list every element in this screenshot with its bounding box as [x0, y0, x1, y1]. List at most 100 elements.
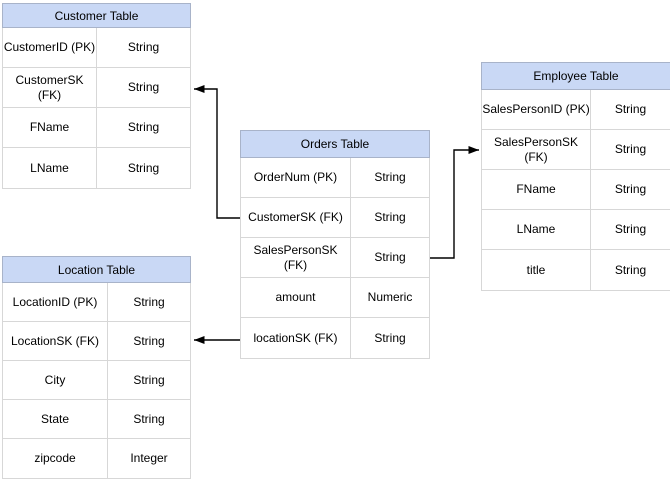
- table-customer-title: Customer Table: [2, 3, 191, 28]
- table-row: State String: [3, 400, 190, 439]
- field-cell: FName: [3, 108, 97, 147]
- field-cell: OrderNum (PK): [241, 158, 351, 197]
- type-cell: String: [591, 250, 670, 290]
- table-row: SalesPersonSK (FK) String: [241, 238, 429, 278]
- field-cell: locationSK (FK): [241, 318, 351, 358]
- type-label: String: [133, 372, 165, 387]
- type-cell: String: [591, 170, 670, 209]
- type-cell: String: [108, 361, 190, 399]
- type-label: String: [374, 330, 406, 345]
- type-cell: String: [97, 68, 190, 107]
- table-row: LName String: [482, 210, 670, 250]
- table-row: CustomerSK (FK) String: [3, 68, 190, 108]
- table-row: CustomerID (PK) String: [3, 28, 190, 68]
- type-label: String: [127, 160, 160, 175]
- table-row: locationSK (FK) String: [241, 318, 429, 358]
- field-cell: SalesPersonSK (FK): [482, 130, 591, 169]
- field-label: title: [526, 262, 546, 277]
- field-label: SalesPersonSK (FK): [253, 243, 338, 272]
- table-location-body: LocationID (PK) String LocationSK (FK) S…: [2, 283, 191, 479]
- table-row: FName String: [3, 108, 190, 148]
- table-row: title String: [482, 250, 670, 290]
- table-customer: Customer Table CustomerID (PK) String Cu…: [2, 3, 191, 189]
- table-row: CustomerSK (FK) String: [241, 198, 429, 238]
- field-cell: State: [3, 400, 108, 438]
- table-row: zipcode Integer: [3, 439, 190, 478]
- field-cell: City: [3, 361, 108, 399]
- field-label: CustomerID (PK): [3, 40, 96, 55]
- table-orders-title: Orders Table: [240, 130, 430, 158]
- table-location: Location Table LocationID (PK) String Lo…: [2, 256, 191, 479]
- type-label: Integer: [130, 451, 168, 466]
- type-cell: String: [591, 90, 670, 129]
- table-employee-body: SalesPersonID (PK) String SalesPersonSK …: [481, 90, 670, 291]
- type-label: String: [133, 294, 165, 309]
- type-cell: String: [351, 238, 429, 277]
- table-row: LName String: [3, 148, 190, 188]
- type-label: String: [614, 182, 647, 197]
- type-cell: Integer: [108, 439, 190, 478]
- type-label: String: [614, 102, 647, 117]
- type-cell: Numeric: [351, 278, 429, 317]
- table-row: amount Numeric: [241, 278, 429, 318]
- type-label: String: [374, 250, 406, 265]
- field-label: amount: [275, 290, 316, 305]
- field-label: LocationID (PK): [12, 294, 98, 309]
- table-employee: Employee Table SalesPersonID (PK) String…: [481, 62, 670, 291]
- field-cell: SalesPersonSK (FK): [241, 238, 351, 277]
- table-employee-title: Employee Table: [481, 62, 670, 90]
- type-label: String: [614, 262, 647, 277]
- field-cell: SalesPersonID (PK): [482, 90, 591, 129]
- field-cell: title: [482, 250, 591, 290]
- type-cell: String: [351, 318, 429, 358]
- type-cell: String: [108, 283, 190, 321]
- type-cell: String: [351, 198, 429, 237]
- table-customer-body: CustomerID (PK) String CustomerSK (FK) S…: [2, 28, 191, 189]
- field-cell: amount: [241, 278, 351, 317]
- table-row: OrderNum (PK) String: [241, 158, 429, 198]
- field-cell: LName: [482, 210, 591, 249]
- field-label: CustomerSK (FK): [15, 73, 84, 102]
- field-cell: CustomerSK (FK): [3, 68, 97, 107]
- type-cell: String: [97, 28, 190, 67]
- type-cell: String: [108, 322, 190, 360]
- table-title-label: Employee Table: [533, 69, 619, 83]
- table-title-label: Customer Table: [54, 8, 139, 23]
- table-title-label: Location Table: [57, 262, 136, 277]
- type-cell: String: [351, 158, 429, 197]
- table-row: LocationSK (FK) String: [3, 322, 190, 361]
- type-cell: String: [97, 148, 190, 188]
- field-cell: LocationID (PK): [3, 283, 108, 321]
- field-label: LocationSK (FK): [10, 333, 100, 348]
- table-location-title: Location Table: [2, 256, 191, 283]
- field-label: FName: [516, 182, 556, 197]
- field-label: LName: [30, 160, 69, 175]
- field-label: City: [44, 372, 66, 387]
- arrow-orders-to-employee: [430, 146, 479, 259]
- type-cell: String: [591, 210, 670, 249]
- field-cell: LName: [3, 148, 97, 188]
- table-row: FName String: [482, 170, 670, 210]
- field-label: State: [40, 411, 70, 426]
- type-label: String: [614, 222, 647, 237]
- field-label: SalesPersonSK (FK): [493, 135, 579, 164]
- arrow-orders-to-customer: [194, 85, 240, 219]
- field-cell: zipcode: [3, 439, 108, 478]
- type-label: String: [374, 210, 406, 225]
- type-cell: String: [108, 400, 190, 438]
- table-row: City String: [3, 361, 190, 400]
- field-label: LName: [516, 222, 556, 237]
- type-label: String: [133, 333, 165, 348]
- field-cell: CustomerID (PK): [3, 28, 97, 67]
- field-cell: LocationSK (FK): [3, 322, 108, 360]
- field-cell: CustomerSK (FK): [241, 198, 351, 237]
- table-row: SalesPersonSK (FK) String: [482, 130, 670, 170]
- type-cell: String: [591, 130, 670, 169]
- table-row: LocationID (PK) String: [3, 283, 190, 322]
- type-label: String: [127, 40, 160, 55]
- table-orders-body: OrderNum (PK) String CustomerSK (FK) Str…: [240, 158, 430, 359]
- type-cell: String: [97, 108, 190, 147]
- type-label: String: [133, 411, 165, 426]
- table-orders: Orders Table OrderNum (PK) String Custom…: [240, 130, 430, 359]
- type-label: String: [614, 142, 647, 157]
